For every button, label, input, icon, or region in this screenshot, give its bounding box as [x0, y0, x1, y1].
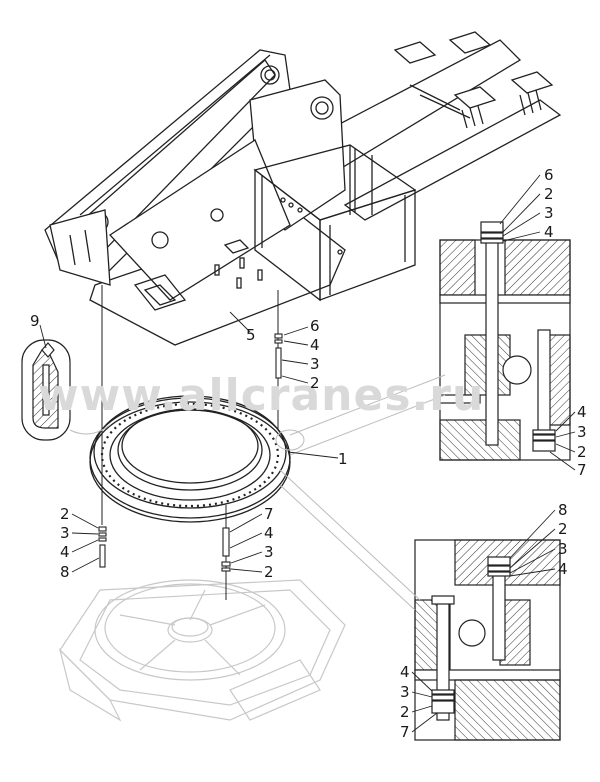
callout-labels: 5 1 9 6 4 3 2 2 3 4 8 7 4 3 2 6 2 3 4 4 … [30, 166, 587, 741]
callout-mid-lower-2: 3 [264, 543, 274, 561]
callout-section-a-bottom-1: 3 [577, 423, 587, 441]
callout-section-b-bottom-0: 4 [400, 663, 410, 681]
callout-section-b-top-1: 2 [558, 520, 568, 538]
slewing-ring [89, 395, 291, 523]
section-view-a [439, 221, 571, 461]
callout-top-stack-0: 6 [310, 317, 320, 335]
callout-slewing-ring: 1 [338, 450, 348, 468]
box-frame [253, 144, 417, 302]
callout-section-b-bottom-1: 3 [400, 683, 410, 701]
leader-lines [39, 174, 576, 733]
callout-mid-lower-3: 2 [264, 563, 274, 581]
callout-section-a-bottom-2: 2 [577, 443, 587, 461]
top-stack-bolt [274, 333, 283, 379]
section-view-b [414, 539, 561, 741]
callout-section-a-bottom-3: 7 [577, 461, 587, 479]
callout-left-lower-0: 2 [60, 505, 70, 523]
callout-section-a-top-3: 4 [544, 223, 554, 241]
callout-section-a-bottom-0: 4 [577, 403, 587, 421]
callout-mid-lower-1: 4 [264, 524, 274, 542]
callout-frame: 5 [246, 326, 256, 344]
base-turntable [58, 579, 346, 722]
callout-section-b-top-2: 3 [558, 540, 568, 558]
callout-section-b-bottom-3: 7 [400, 723, 410, 741]
callout-left-lower-2: 4 [60, 543, 70, 561]
callout-left-lower-3: 8 [60, 563, 70, 581]
callout-section-b-top-3: 4 [558, 560, 568, 578]
mid-lower-bolt [221, 527, 231, 572]
left-lower-bolt [98, 526, 107, 568]
callout-section-b-bottom-2: 2 [400, 703, 410, 721]
detail-9-view [21, 339, 71, 441]
callout-detail-bolt: 9 [30, 312, 40, 330]
watermark: www.allcranes.ru [38, 370, 484, 421]
chassis-frame [44, 31, 562, 346]
callout-left-lower-1: 3 [60, 524, 70, 542]
callout-section-b-top-0: 8 [558, 501, 568, 519]
callout-section-a-top-2: 3 [544, 204, 554, 222]
callout-section-a-top-0: 6 [544, 166, 554, 184]
reference-lines [69, 374, 446, 611]
callout-mid-lower-0: 7 [264, 505, 274, 523]
callout-top-stack-3: 2 [310, 374, 320, 392]
callout-top-stack-2: 3 [310, 355, 320, 373]
callout-section-a-top-1: 2 [544, 185, 554, 203]
callout-top-stack-1: 4 [310, 336, 320, 354]
